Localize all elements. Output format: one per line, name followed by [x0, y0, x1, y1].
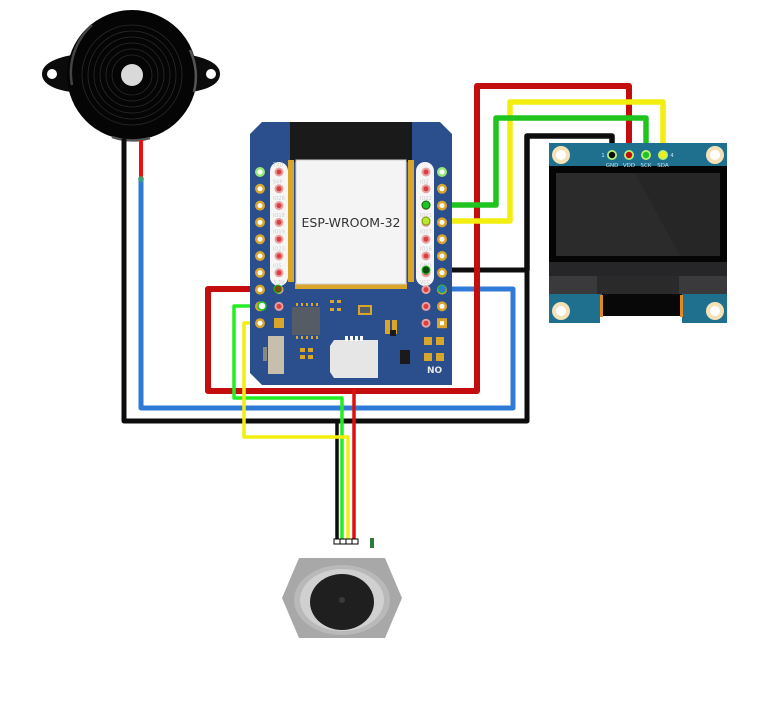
esp32-pin-right-outer [437, 167, 447, 177]
esp32-pin-label: IO21 [420, 213, 432, 219]
esp32-pin-right-outer [437, 183, 447, 194]
esp32-pin-left-outer [255, 183, 265, 194]
touch-button [282, 538, 402, 638]
esp32-pin-label: IO18 [273, 213, 285, 219]
oled-pin-number: 1 [601, 153, 605, 159]
esp32-pin-left-outer [255, 217, 265, 228]
esp32-pin-label: IO19 [273, 230, 285, 236]
oled-pin-label: SCK [641, 163, 652, 169]
esp32-pin-label: SVP [273, 179, 283, 185]
esp32-pin-label: IO23 [273, 247, 285, 253]
esp32-pin-label: TXD [272, 163, 283, 169]
esp32-pin-right-outer [437, 301, 447, 312]
esp32-pin-right-inner [421, 301, 431, 311]
esp32-pin-left-outer [255, 200, 265, 211]
esp32-pin-left-outer [255, 318, 265, 329]
esp32-pin-right-outer [437, 318, 447, 329]
esp32-pin-left-outer [255, 167, 265, 177]
esp32-pin-left-outer [255, 234, 265, 245]
buzzer [42, 10, 220, 142]
esp32-pin-right-outer [437, 217, 447, 228]
esp32-pin-left-inner: IO18 [273, 213, 285, 227]
esp32-pin-label: IO22 [420, 196, 432, 202]
esp32-pin-left-inner: SVP [273, 179, 284, 194]
esp32-pin-label: VCC [420, 280, 431, 286]
esp32-pin-left-inner: IO5 [273, 263, 284, 278]
esp32-pin-left-outer [255, 251, 265, 261]
oled-pin-label: GND [606, 163, 619, 169]
oled-pin-label: SDA [657, 163, 669, 169]
wire-black-buzzer [121, 137, 530, 424]
oled-pin-label: VDD [623, 163, 635, 169]
esp32-pin-right-outer [437, 267, 447, 278]
wire-green-touch [232, 304, 344, 542]
esp32-pin-left-inner: IO19 [273, 230, 285, 244]
esp32-pin-right-outer [437, 200, 447, 211]
esp32-pin-right-outer [437, 234, 447, 245]
esp32-pin-right-inner [421, 318, 431, 328]
esp32-pin-left-inner: IO23 [273, 247, 285, 261]
esp32-pin-right-inner: IO17 [420, 230, 432, 244]
esp32-pin-left-inner: IO26 [273, 196, 285, 211]
esp32-pin-right-inner [421, 167, 431, 177]
wire-blue-buzzer [138, 177, 516, 411]
module-label: ESP-WROOM-32 [301, 215, 400, 230]
wire-yellow-sda [427, 99, 666, 224]
esp32-pin-label: 3.3V [273, 280, 285, 286]
esp32-pin-label: IO5 [273, 263, 282, 269]
corner-label-no: NO [427, 366, 443, 376]
esp32-pin-label: IO2 [420, 179, 429, 185]
esp32-pin-left-outer [255, 284, 265, 295]
oled-pin-sck: SCK [641, 150, 652, 169]
esp32-pin-label: IO26 [273, 196, 285, 202]
esp32-pin-right-inner: IO16 [420, 247, 432, 261]
esp32-pin-left-inner: TXD [272, 163, 284, 177]
oled-pin-vdd: VDD [623, 150, 635, 169]
wire-green-sck [427, 115, 649, 208]
esp32-pin-label: IO17 [420, 230, 432, 236]
esp32-pin-left-inner [274, 301, 284, 311]
esp32-pin-label: IO16 [420, 247, 432, 253]
esp32-pin-right-outer [437, 251, 447, 261]
esp32-pin-left-outer [255, 267, 265, 278]
wire-red-vdd [205, 83, 632, 394]
esp32-pin-right-inner: VCC [420, 280, 431, 295]
oled-pin-number: 4 [670, 153, 674, 159]
esp32-pin-right-inner: IO2 [420, 179, 431, 194]
